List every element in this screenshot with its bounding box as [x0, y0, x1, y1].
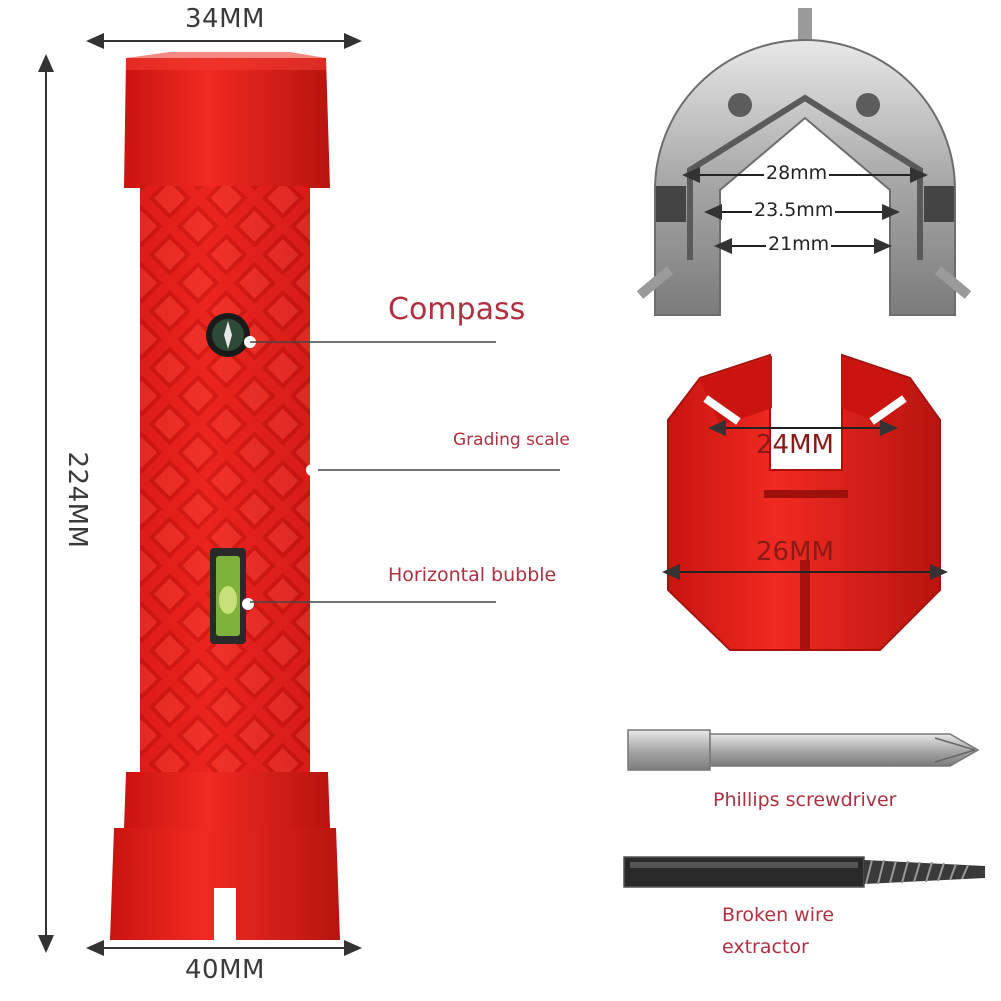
horizontal-bubble-label: Horizontal bubble — [388, 564, 557, 586]
bubble-level-icon — [210, 548, 254, 644]
red-hex-socket — [662, 353, 948, 651]
extractor-label-line2: extractor — [722, 936, 809, 958]
jaw-inner-label: 21mm — [766, 233, 832, 255]
phillips-bit — [627, 729, 980, 771]
extractor-label-line1: Broken wire — [722, 904, 835, 926]
extractor-bit — [623, 856, 985, 888]
sink-wrench — [110, 52, 340, 940]
socket-inner-label: 24MM — [756, 430, 834, 460]
grading-scale-dot — [306, 464, 318, 476]
top-width-label: 34MM — [185, 4, 265, 34]
metal-jaw — [636, 8, 972, 316]
phillips-label: Phillips screwdriver — [713, 789, 897, 811]
socket-outer-label: 26MM — [756, 537, 834, 567]
jaw-mid-label: 23.5mm — [752, 199, 836, 221]
bottom-width-label: 40MM — [185, 955, 265, 985]
compass-label: Compass — [388, 292, 526, 327]
grading-scale-label: Grading scale — [453, 430, 570, 450]
compass-icon — [206, 313, 256, 357]
jaw-outer-label: 28mm — [764, 162, 830, 184]
height-label: 224MM — [62, 451, 92, 549]
